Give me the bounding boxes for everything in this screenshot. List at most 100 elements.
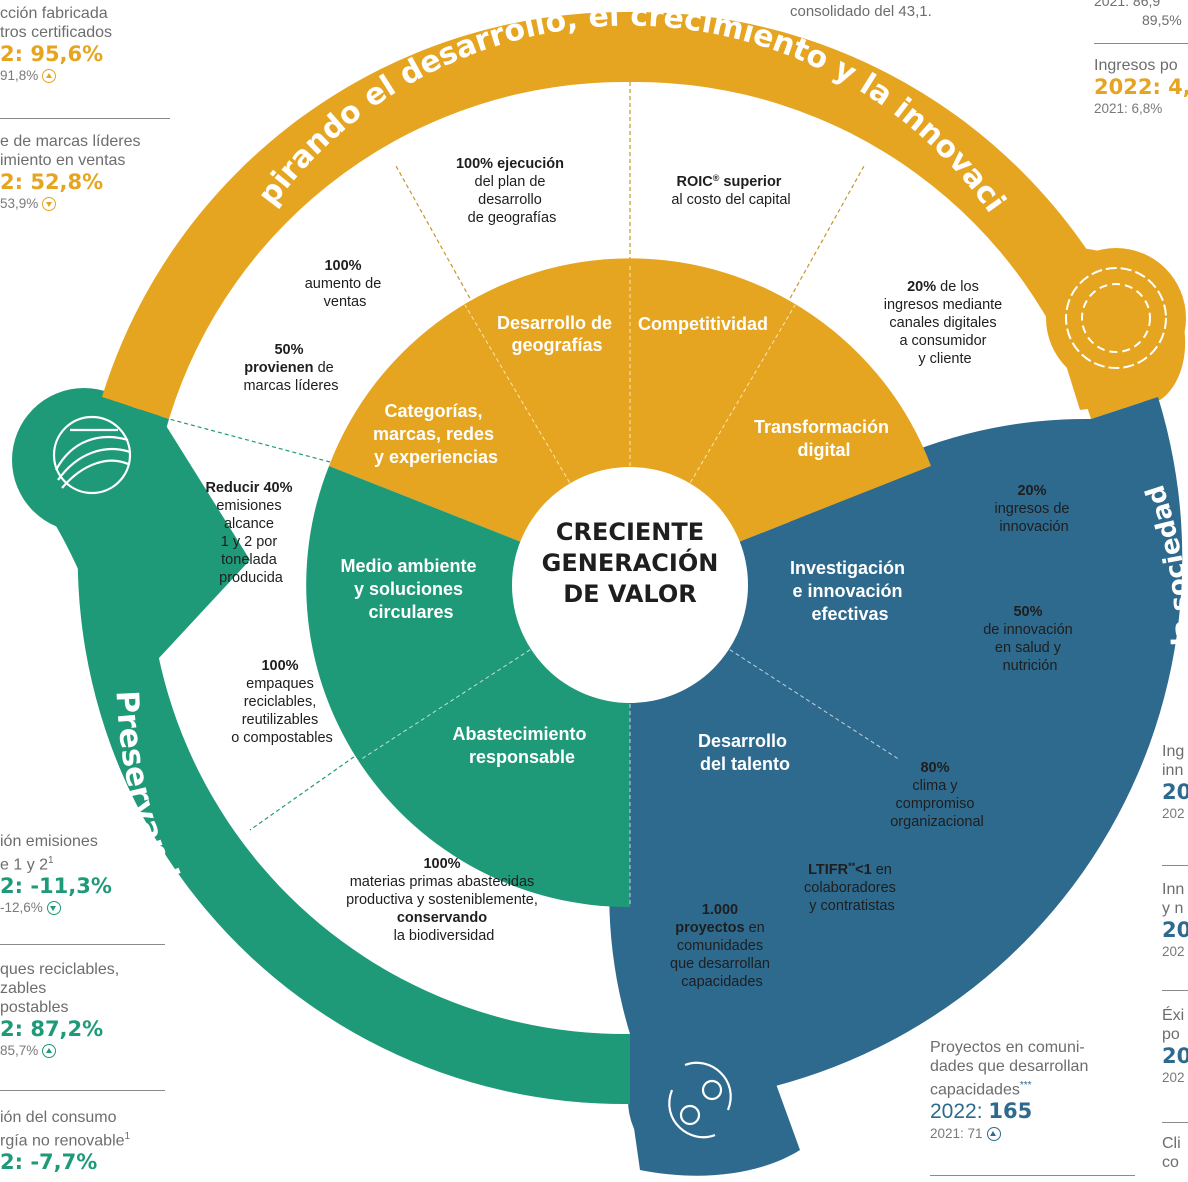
divider [1162,990,1188,991]
panel-prev: 202 [1162,944,1185,959]
panel-prev: 2021: 71 [930,1124,1140,1143]
goal-ltifr: LTIFR**<1 en colaboradores y contratista… [804,861,900,914]
segment-transformacion: Transformación digital [754,417,894,460]
panel-prev: 85,7% [0,1041,175,1060]
inner-pie [306,258,954,908]
panel-right-1: Ing inn 20 202 [1162,742,1188,823]
panel-line: dades que desarrollan [930,1058,1089,1075]
panel-value: 2: 87,2% [0,1017,104,1041]
goal-materias: 100% materias primas abastecidas product… [346,856,542,944]
panel-line: ión emisiones [0,833,98,850]
segment-investigacion: Investigación e innovación efectivas [790,558,910,624]
panel-line: tros certificados [0,24,113,41]
divider [930,1175,1135,1176]
panel-line: capacidades*** [930,1080,1032,1099]
panel-right-3: Éxi po 20 202 [1162,1006,1188,1087]
divider [1094,43,1188,44]
panel-line: y n [1162,900,1184,917]
divider [0,1090,165,1091]
panel-line: po [1162,1026,1180,1043]
panel-line: postables [0,999,69,1016]
panel-line: Éxi [1162,1007,1185,1024]
panel-right-4: Cli co [1162,1134,1188,1172]
panel-line: zables [0,980,47,997]
panel-bottom-left-2: ques reciclables, zables postables 2: 87… [0,960,175,1091]
divider [0,944,165,945]
panel-prev: 53,9% [0,194,175,213]
goal-ejecucion: 100% ejecución del plan de desarrollo de… [456,156,568,226]
panel-line: ión del consumo [0,1109,117,1126]
panel-top-left-2: e de marcas líderes imiento en ventas 2:… [0,132,175,213]
segment-medio-ambiente: Medio ambiente y soluciones circulares [340,556,481,622]
trend-up-icon [42,1044,57,1058]
panel-line: co [1162,1154,1179,1171]
panel-value: 2: 95,6% [0,42,104,66]
panel-right-2: Inn y n 20 202 [1162,880,1188,961]
panel-value: 20 [1162,1044,1188,1068]
panel-line: Cli [1162,1135,1181,1152]
goal-marcas: 50% provienen de marcas líderes [243,342,338,394]
panel-value: 2022: 4, [1094,75,1188,99]
panel-top-center: consolidado del 43,1. [790,2,990,21]
panel-top-right-1: 2021: 86,9 89,5% [1094,0,1188,30]
panel-line: Ingresos po [1094,57,1178,74]
goal-clima: 80% clima y compromiso organizacional [890,760,984,830]
segment-abastecimiento: Abastecimiento responsable [452,724,591,767]
panel-value: 2: -11,3% [0,874,112,899]
goal-reducir: Reducir 40% emisiones alcance 1 y 2 por … [205,480,296,586]
panel-value: 2: -7,7% [0,1150,98,1175]
goal-proyectos: 1.000 proyectos en comunidades que desar… [670,902,774,990]
divider [1162,1122,1188,1123]
panel-line: rgía no renovable1 [0,1131,131,1150]
goal-salud: 50% de innovación en salud y nutrición [983,604,1077,674]
panel-line: inn [1162,762,1184,779]
panel-bottom-center: Proyectos en comuni- dades que desarroll… [930,1038,1140,1176]
divider [0,118,170,119]
panel-value: 2: 52,8% [0,170,104,194]
trend-up-icon [986,1127,1001,1142]
panel-line: ques reciclables, [0,961,120,978]
panel-top-right-2: Ingresos po 2022: 4, 2021: 6,8% [1094,56,1188,118]
panel-value: 2022: 165 [930,1099,1033,1124]
panel-line: 2021: 86,9 [1094,0,1161,9]
trend-down-icon [46,901,61,916]
people-circle-icon [668,1061,732,1139]
divider [1162,865,1188,866]
panel-line: Proyectos en comuni- [930,1039,1085,1056]
center-line-1: CRECIENTE [556,518,704,546]
fields-icon [52,415,132,495]
trend-up-icon [42,69,57,83]
panel-line: e de marcas líderes [0,133,141,150]
segment-geografias: Desarrollo de geografías [497,313,617,355]
panel-prev: 202 [1162,806,1185,821]
segment-talento: Desarrollo del talento [698,731,792,774]
panel-bottom-left-3: ión del consumo rgía no renovable1 2: -7… [0,1108,175,1174]
panel-line: Ing [1162,743,1185,760]
panel-line: e 1 y 21 [0,855,54,874]
panel-bottom-left-1: ión emisiones e 1 y 21 2: -11,3% -12,6% [0,832,175,945]
panel-line: Inn [1162,881,1185,898]
segment-competitividad: Competitividad [638,314,768,334]
goal-empaques: 100% empaques reciclables, reutilizables… [231,658,333,746]
goal-roic: ROIC® superior al costo del capital [671,173,790,208]
panel-value: 20 [1162,918,1188,942]
panel-prev: -12,6% [0,898,175,917]
panel-prev: 202 [1162,1070,1185,1085]
panel-value: 20 [1162,780,1188,804]
panel-line: 89,5% [1142,12,1182,28]
panel-line: cción fabricada [0,5,108,22]
segment-categorias: Categorías, marcas, redes y experiencias [373,401,499,467]
gear-chain-icon [1065,267,1167,369]
panel-prev: 2021: 6,8% [1094,101,1163,116]
panel-top-left-1: cción fabricada tros certificados 2: 95,… [0,4,175,119]
panel-line: consolidado del 43,1. [790,3,932,20]
goal-digital: 20% de los ingresos mediante canales dig… [884,279,1007,367]
center-line-2: GENERACIÓN [542,547,719,577]
panel-line: imiento en ventas [0,152,126,169]
goal-aumento: 100% aumento de ventas [305,258,386,310]
center-line-3: DE VALOR [563,580,697,608]
trend-down-icon [42,197,57,211]
goal-innovacion-ingresos: 20% ingresos de innovación [995,483,1074,535]
panel-prev: 91,8% [0,66,175,85]
